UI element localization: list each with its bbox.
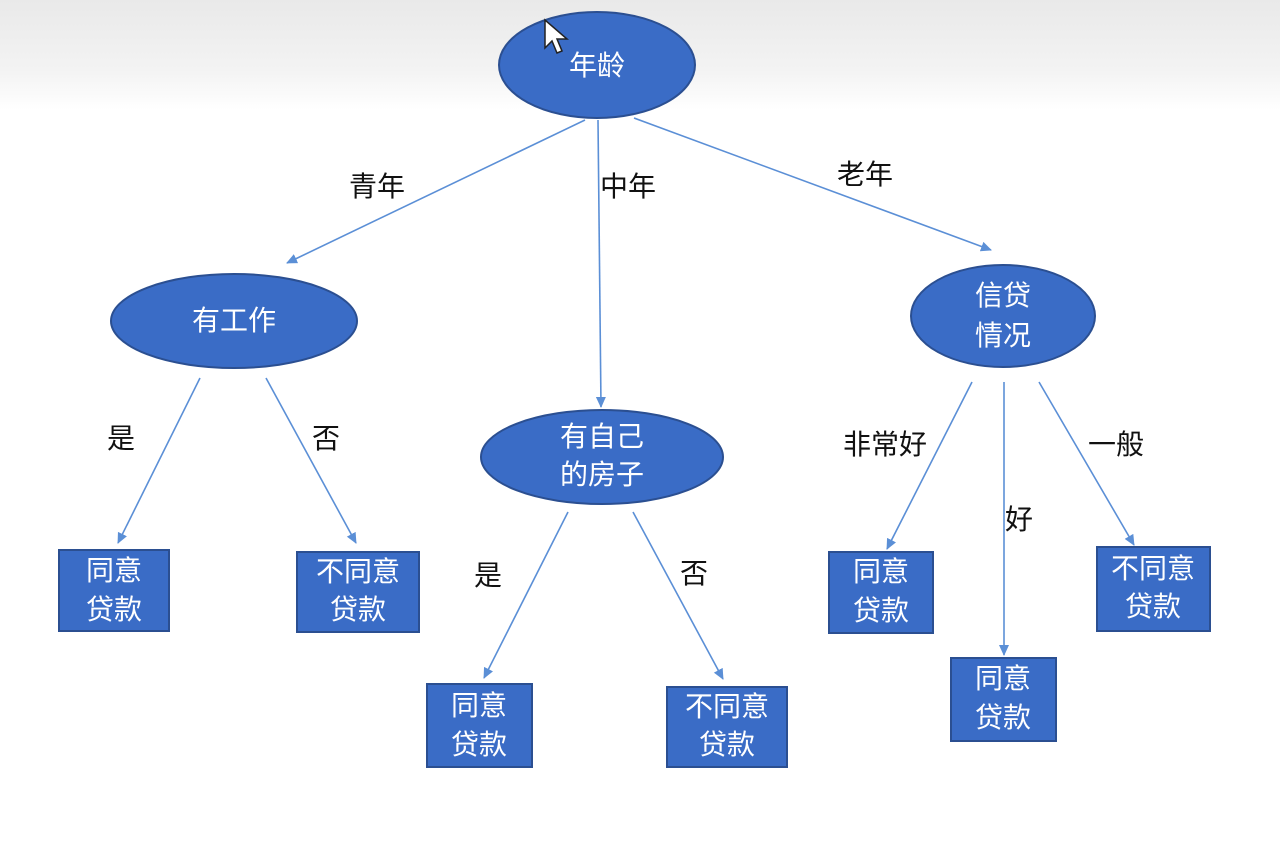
leaf-job-yes: 同意 贷款 bbox=[58, 549, 170, 632]
leaf-house-yes: 同意 贷款 bbox=[426, 683, 533, 768]
leaf-credit-excellent-line2: 贷款 bbox=[853, 594, 909, 627]
edge-label-middle: 中年 bbox=[600, 170, 656, 203]
leaf-credit-good-line1: 同意 bbox=[975, 662, 1031, 695]
leaf-credit-fair-line1: 不同意 bbox=[1111, 552, 1195, 585]
leaf-job-no: 不同意 贷款 bbox=[296, 551, 420, 633]
edge-credit-excellent bbox=[886, 381, 973, 550]
leaf-credit-excellent-line1: 同意 bbox=[853, 555, 909, 588]
edge-label-youth: 青年 bbox=[349, 170, 405, 203]
edge-label-job-yes: 是 bbox=[107, 422, 135, 455]
edge-job-no bbox=[265, 377, 357, 544]
leaf-credit-excellent: 同意 贷款 bbox=[828, 551, 934, 634]
edge-root-old bbox=[633, 117, 992, 252]
edge-label-credit-excellent: 非常好 bbox=[843, 428, 927, 461]
leaf-credit-fair: 不同意 贷款 bbox=[1096, 546, 1211, 632]
edge-label-job-no: 否 bbox=[312, 422, 340, 455]
edge-job-yes bbox=[117, 377, 201, 544]
edge-credit-fair bbox=[1038, 381, 1135, 546]
node-own-house-line2: 的房子 bbox=[560, 458, 644, 491]
node-has-job: 有工作 bbox=[110, 273, 358, 369]
node-credit-line1: 信贷 bbox=[975, 279, 1031, 312]
leaf-job-no-line2: 贷款 bbox=[330, 593, 386, 626]
node-root-label: 年龄 bbox=[569, 49, 625, 82]
edge-label-house-yes: 是 bbox=[474, 559, 502, 592]
leaf-house-no-line2: 贷款 bbox=[699, 728, 755, 761]
leaf-job-yes-line2: 贷款 bbox=[86, 593, 142, 626]
leaf-job-no-line1: 不同意 bbox=[316, 555, 400, 588]
edge-house-yes bbox=[483, 511, 569, 679]
edge-label-credit-fair: 一般 bbox=[1088, 428, 1144, 461]
edge-root-middle bbox=[595, 119, 606, 408]
node-root: 年龄 bbox=[498, 11, 696, 119]
leaf-house-yes-line1: 同意 bbox=[451, 689, 507, 722]
edge-root-youth bbox=[286, 119, 586, 264]
node-own-house: 有自己 的房子 bbox=[480, 409, 724, 505]
edge-label-credit-good: 好 bbox=[1005, 503, 1033, 536]
leaf-credit-fair-line2: 贷款 bbox=[1125, 590, 1181, 623]
leaf-house-no-line1: 不同意 bbox=[685, 690, 769, 723]
leaf-house-yes-line2: 贷款 bbox=[451, 728, 507, 761]
node-credit-line2: 情况 bbox=[975, 319, 1031, 352]
leaf-house-no: 不同意 贷款 bbox=[666, 686, 788, 768]
node-has-job-label: 有工作 bbox=[192, 304, 276, 337]
edge-label-old: 老年 bbox=[837, 158, 893, 191]
leaf-job-yes-line1: 同意 bbox=[86, 554, 142, 587]
edge-label-house-no: 否 bbox=[680, 557, 708, 590]
node-own-house-line1: 有自己 bbox=[560, 420, 644, 453]
mouse-cursor-icon bbox=[544, 18, 570, 54]
leaf-credit-good-line2: 贷款 bbox=[975, 701, 1031, 734]
node-credit: 信贷 情况 bbox=[910, 264, 1096, 368]
leaf-credit-good: 同意 贷款 bbox=[950, 657, 1057, 742]
edge-house-no bbox=[632, 511, 724, 680]
